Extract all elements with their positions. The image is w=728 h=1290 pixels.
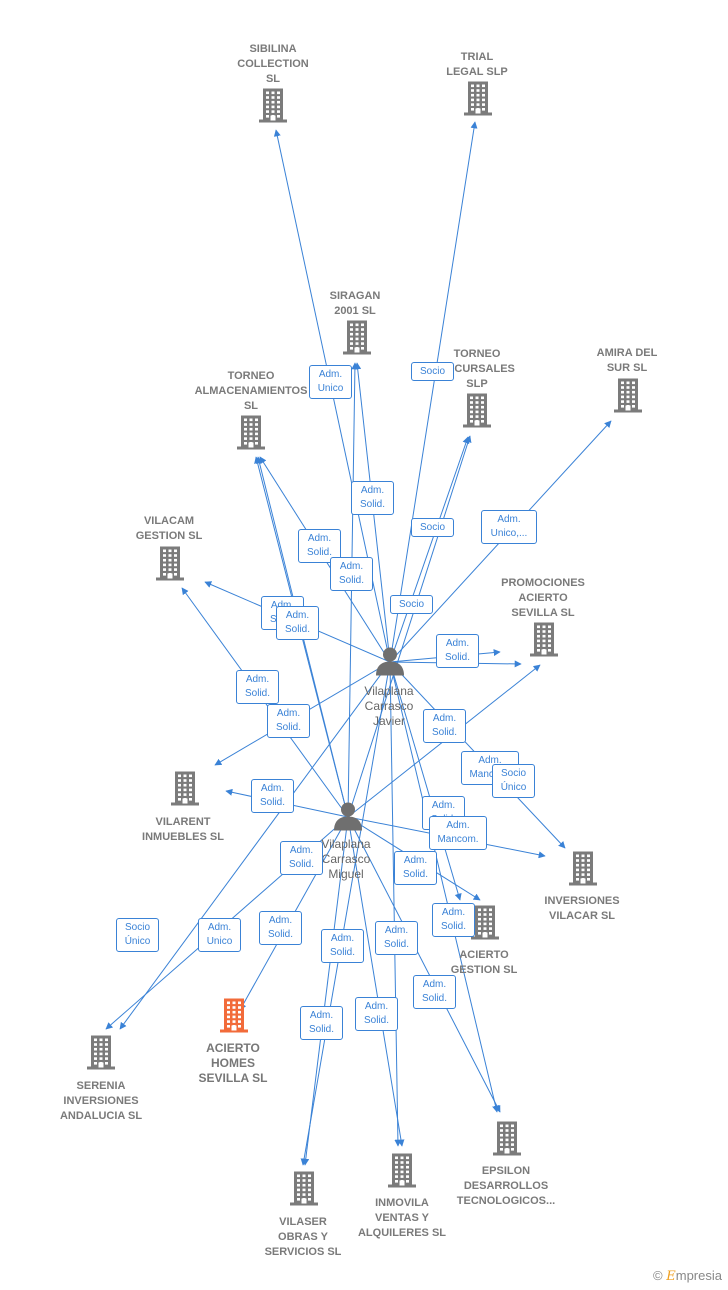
building-icon[interactable] [219, 998, 249, 1038]
person-label-miguel[interactable]: Vilaplana Carrasco Miguel [321, 837, 371, 881]
edge-javier-3 [389, 436, 470, 663]
building-icon[interactable] [387, 1153, 417, 1193]
relation-badge[interactable]: Socio Único [116, 918, 159, 952]
relation-badge[interactable]: Adm. Solid. [355, 997, 398, 1031]
company-label-serenia[interactable]: SERENIA INVERSIONES ANDALUCIA SL [59, 1080, 143, 1122]
relation-badge[interactable]: Adm. Mancom. [429, 816, 487, 850]
brand-watermark: © Empresia [653, 1268, 722, 1284]
building-icon[interactable] [529, 622, 559, 662]
building-icon[interactable] [170, 771, 200, 811]
relation-badge[interactable]: Adm. Solid. [321, 929, 364, 963]
person-icon[interactable] [374, 645, 406, 682]
relation-badge[interactable]: Adm. Solid. [259, 911, 302, 945]
building-icon[interactable] [155, 546, 185, 586]
building-icon[interactable] [258, 88, 288, 128]
company-label-acierto_gestion[interactable]: ACIERTO GESTION SL [450, 949, 518, 976]
relation-badge[interactable]: Adm. Solid. [330, 557, 373, 591]
company-label-vilarent[interactable]: VILARENT INMUEBLES SL [142, 816, 224, 843]
copyright-symbol: © [653, 1268, 663, 1283]
company-label-sibilina[interactable]: SIBILINA COLLECTION SL [237, 43, 309, 85]
relation-badge[interactable]: Adm. Solid. [375, 921, 418, 955]
brand-name: mpresia [675, 1268, 722, 1283]
edge-javier-10 [389, 661, 462, 901]
edge-javier-1 [389, 121, 478, 663]
building-icon[interactable] [470, 905, 500, 945]
person-label-javier[interactable]: Vilaplana Carrasco Javier [364, 684, 414, 728]
relation-badge[interactable]: Adm. Solid. [432, 903, 475, 937]
company-label-amira[interactable]: AMIRA DEL SUR SL [596, 347, 658, 374]
person-icon[interactable] [332, 800, 364, 837]
edge-javier-11 [389, 661, 499, 1113]
edge-javier-15 [119, 661, 391, 1030]
relation-badge[interactable]: Socio Único [492, 764, 535, 798]
relation-badge[interactable]: Socio [411, 518, 454, 537]
edge-miguel-8 [347, 816, 501, 1113]
edge-miguel-4 [347, 435, 472, 818]
relation-badge[interactable]: Adm. Solid. [436, 634, 479, 668]
relation-badge[interactable]: Adm. Unico [198, 918, 241, 952]
company-label-vilaser[interactable]: VILASER OBRAS Y SERVICIOS SL [264, 1216, 342, 1258]
company-label-acierto_homes[interactable]: ACIERTO HOMES SEVILLA SL [198, 1041, 268, 1085]
company-label-vilacam[interactable]: VILACAM GESTION SL [135, 515, 203, 542]
company-label-torneo_sucursales[interactable]: TORNEO SUCURSALES SLP [439, 348, 515, 390]
relation-badge[interactable]: Socio [411, 362, 454, 381]
relation-badge[interactable]: Adm. Solid. [394, 851, 437, 885]
company-label-torneo_alm[interactable]: TORNEO ALMACENAMIENTOS SL [194, 370, 308, 412]
company-label-siragan[interactable]: SIRAGAN 2001 SL [329, 290, 381, 317]
company-label-promociones[interactable]: PROMOCIONES ACIERTO SEVILLA SL [501, 577, 585, 619]
relation-badge[interactable]: Adm. Solid. [267, 704, 310, 738]
relation-badge[interactable]: Adm. Solid. [236, 670, 279, 704]
relation-badge[interactable]: Adm. Unico,... [481, 510, 537, 544]
edge-javier-12 [389, 661, 402, 1147]
relation-badge[interactable]: Adm. Solid. [276, 606, 319, 640]
relation-badge[interactable]: Adm. Solid. [280, 841, 323, 875]
relation-badge[interactable]: Adm. Solid. [298, 529, 341, 563]
relation-badge[interactable]: Adm. Solid. [423, 709, 466, 743]
company-label-trial[interactable]: TRIAL LEGAL SLP [446, 51, 508, 78]
relation-badge[interactable]: Adm. Unico [309, 365, 352, 399]
relation-badge[interactable]: Socio [390, 595, 433, 614]
edge-miguel-10 [302, 816, 349, 1166]
building-icon[interactable] [86, 1035, 116, 1075]
company-label-epsilon[interactable]: EPSILON DESARROLLOS TECNOLOGICOS... [456, 1165, 556, 1207]
brand-initial: E [666, 1269, 676, 1284]
building-icon[interactable] [568, 851, 598, 891]
building-icon[interactable] [236, 415, 266, 455]
relation-badge[interactable]: Adm. Solid. [251, 779, 294, 813]
company-label-inmovila[interactable]: INMOVILA VENTAS Y ALQUILERES SL [357, 1197, 447, 1239]
edge-miguel-9 [347, 816, 405, 1147]
building-icon[interactable] [613, 378, 643, 418]
relation-badge[interactable]: Adm. Solid. [413, 975, 456, 1009]
building-icon[interactable] [462, 393, 492, 433]
building-icon[interactable] [463, 81, 493, 121]
relation-badge[interactable]: Adm. Solid. [300, 1006, 343, 1040]
building-icon[interactable] [289, 1171, 319, 1211]
relation-badge[interactable]: Adm. Solid. [351, 481, 394, 515]
company-label-inversiones_vilacar[interactable]: INVERSIONES VILACAR SL [544, 895, 620, 922]
building-icon[interactable] [342, 320, 372, 360]
edge-javier-13 [300, 661, 391, 1166]
building-icon[interactable] [492, 1121, 522, 1161]
